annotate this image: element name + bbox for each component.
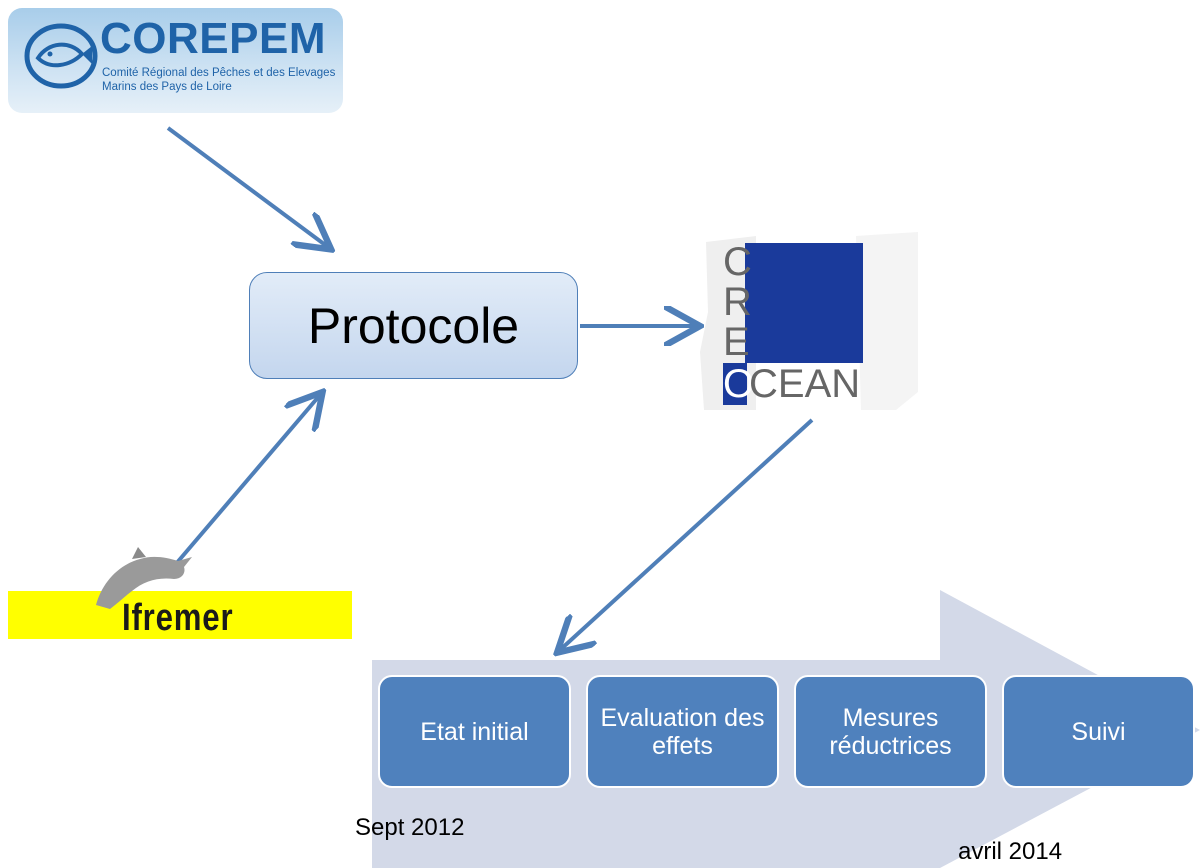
arrow-creocean-to-timeline xyxy=(560,418,814,650)
creocean-logo: C R E O CEAN xyxy=(696,232,918,410)
creocean-letter-r: R xyxy=(723,280,752,324)
start-date-label: Sept 2012 xyxy=(355,814,465,841)
corepem-subtitle: Comité Régional des Pêches et des Elevag… xyxy=(102,67,336,93)
ifremer-name: Ifremer xyxy=(122,597,234,639)
ifremer-yellow-band xyxy=(8,591,352,639)
creocean-square xyxy=(745,243,863,363)
creocean-word: CEAN xyxy=(749,362,861,406)
creocean-letter-e: E xyxy=(723,320,750,364)
step-etat-initial: Etat initial xyxy=(378,675,571,788)
step-mesures-reductrices: Mesures réductrices xyxy=(794,675,987,788)
creocean-letter-o: O xyxy=(723,362,755,406)
step-suivi: Suivi xyxy=(1002,675,1195,788)
corepem-name: COREPEM xyxy=(100,14,326,63)
creocean-letter-c: C xyxy=(723,240,752,284)
end-date-label: avril 2014 xyxy=(958,838,1063,865)
arrow-corepem-to-protocole xyxy=(166,126,328,247)
protocole-box: Protocole xyxy=(249,272,578,379)
step-evaluation-des-effets: Evaluation des effets xyxy=(586,675,779,788)
ifremer-logo: Ifremer xyxy=(8,545,352,645)
fish-icon xyxy=(24,23,98,89)
arrow-ifremer-to-protocole xyxy=(173,395,320,567)
corepem-logo: COREPEM Comité Régional des Pêches et de… xyxy=(8,8,343,113)
dolphin-icon xyxy=(96,547,192,609)
